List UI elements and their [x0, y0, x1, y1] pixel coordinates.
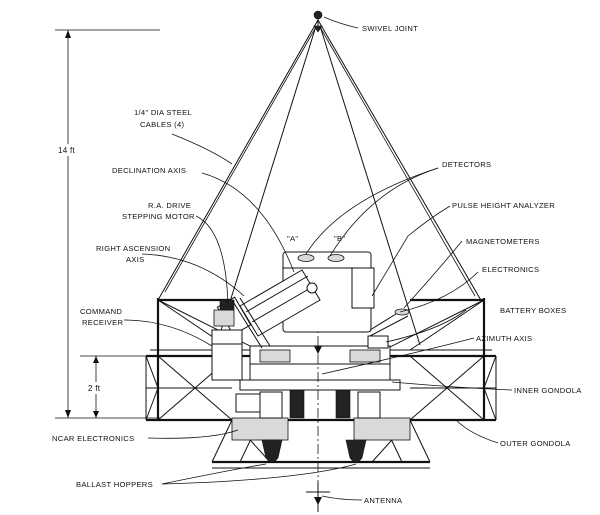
- outer-gondola-frame: [145, 298, 497, 469]
- label-height-14ft: 14 ft: [58, 146, 76, 155]
- label-declination-axis: DECLINATION AXIS: [112, 166, 186, 175]
- label-height-2ft: 2 ft: [88, 384, 101, 393]
- ncar-electronics-boxes: [231, 393, 411, 441]
- label-cables-line1: 1/4" DIA STEEL: [134, 108, 192, 117]
- magnetometer-bracket: [367, 308, 410, 349]
- label-detector-b: "B": [334, 234, 345, 243]
- label-azimuth-axis: AZIMUTH AXIS: [476, 334, 532, 343]
- command-receiver-box: [211, 329, 243, 381]
- label-battery-boxes: BATTERY BOXES: [500, 306, 566, 315]
- inner-gondola: [239, 345, 401, 419]
- leader-lines: [123, 16, 513, 501]
- label-swivel-joint: SWIVEL JOINT: [362, 24, 418, 33]
- label-command-receiver-line1: COMMAND: [80, 307, 122, 316]
- label-right-ascension-line2: AXIS: [126, 255, 145, 264]
- ra-drive-motor: [213, 297, 271, 349]
- label-magnetometers: MAGNETOMETERS: [466, 237, 540, 246]
- label-ballast-hoppers: BALLAST HOPPERS: [76, 480, 153, 489]
- label-outer-gondola: OUTER GONDOLA: [500, 439, 571, 448]
- label-ra-drive-line2: STEPPING MOTOR: [122, 212, 195, 221]
- label-pulse-height-analyzer: PULSE HEIGHT ANALYZER: [452, 201, 555, 210]
- label-detectors: DETECTORS: [442, 160, 491, 169]
- label-electronics: ELECTRONICS: [482, 265, 539, 274]
- label-command-receiver-line2: RECEIVER: [82, 318, 123, 327]
- azimuth-axis: [314, 300, 322, 500]
- swivel-joint: [313, 10, 323, 33]
- label-ra-drive-line1: R.A. DRIVE: [148, 201, 191, 210]
- pulse-height-analyzer: [282, 251, 375, 333]
- height-dimension-14ft: [55, 29, 160, 419]
- label-cables-line2: CABLES (4): [140, 120, 185, 129]
- label-detector-a: "A": [287, 234, 298, 243]
- label-ncar-electronics: NCAR ELECTRONICS: [52, 434, 134, 443]
- antenna: [306, 482, 330, 512]
- label-inner-gondola: INNER GONDOLA: [514, 386, 582, 395]
- height-dimension-2ft: [80, 355, 150, 418]
- ballast-hoppers: [261, 439, 367, 463]
- label-right-ascension-line1: RIGHT ASCENSION: [96, 244, 170, 253]
- label-antenna: ANTENNA: [364, 496, 403, 505]
